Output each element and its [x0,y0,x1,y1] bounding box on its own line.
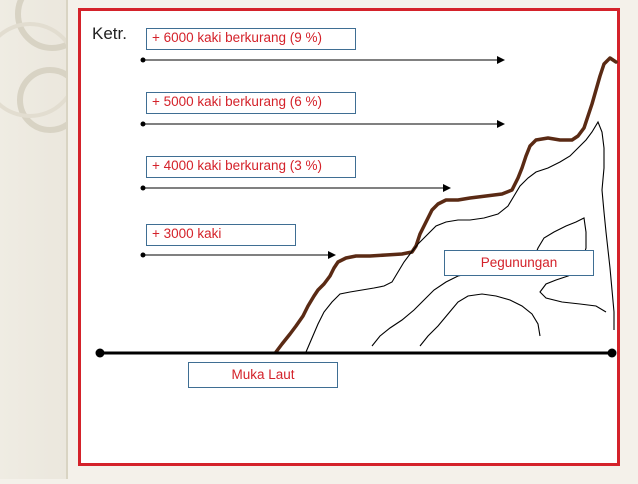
sea-level-line [95,348,617,358]
altitude-label-6000: + 6000 kaki berkurang (9 %) [146,28,356,50]
altitude-arrow-4000 [140,184,451,192]
legend-title: Ketr. [92,24,127,43]
sea-level-label: Muka Laut [188,362,338,388]
decor-divider [66,0,68,479]
contour-line-inner [371,217,607,347]
altitude-label-4000: + 4000 kaki berkurang (3 %) [146,156,356,178]
altitude-label-3000: + 3000 kaki [146,224,296,246]
contour-line-lower [419,293,541,347]
altitude-arrow-6000 [140,56,505,64]
contour-line-outer [305,120,615,353]
altitude-label-5000: + 5000 kaki berkurang (6 %) [146,92,356,114]
mountain-label: Pegunungan [444,250,594,276]
altitude-arrow-5000 [140,120,505,128]
altitude-arrow-3000 [140,251,336,259]
mountain-outline [274,56,618,354]
